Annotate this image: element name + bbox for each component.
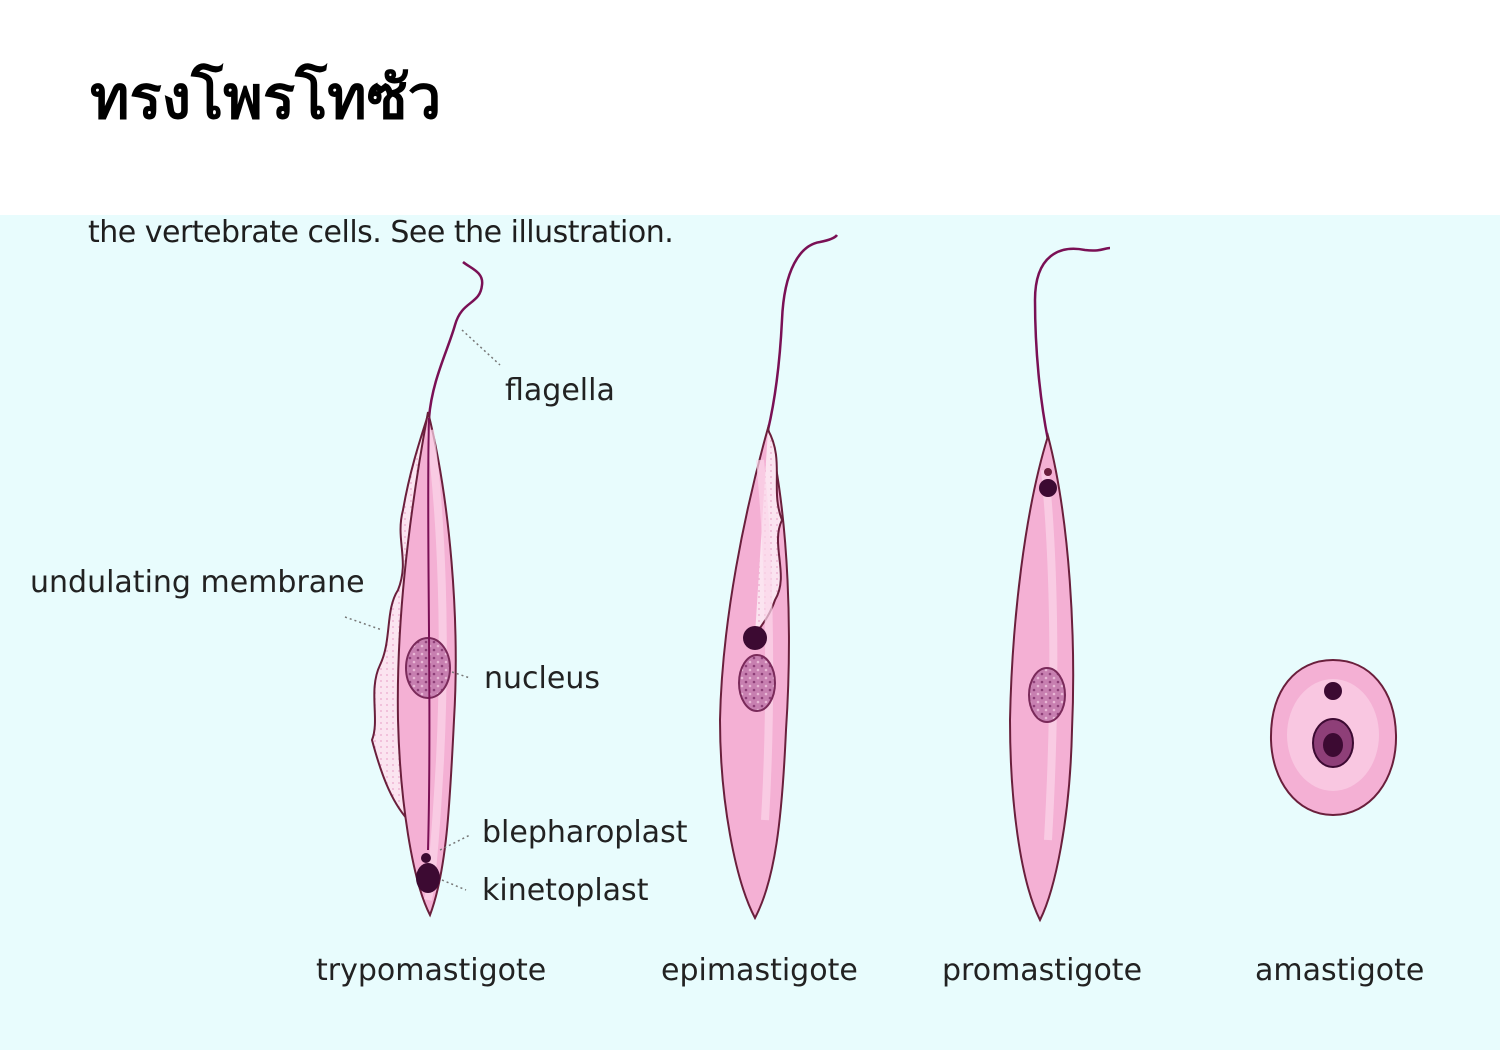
label-flagella: flagella <box>505 373 615 408</box>
trypomastigote-blepharoplast <box>421 853 431 863</box>
epimastigote-cell <box>718 234 839 921</box>
label-nucleus: nucleus <box>484 661 600 696</box>
promastigote-blepharoplast <box>1044 468 1052 476</box>
form-name-promastigote: promastigote <box>942 953 1142 988</box>
trypomastigote-flagellum <box>427 261 484 419</box>
epimastigote-nucleus <box>738 654 776 712</box>
form-name-trypomastigote: trypomastigote <box>316 953 546 988</box>
promastigote-nucleus <box>1028 667 1066 723</box>
trypomastigote-cell <box>370 261 484 918</box>
label-blepharoplast: blepharoplast <box>482 815 688 850</box>
promastigote-kinetoplast <box>1039 479 1057 497</box>
promastigote-cell <box>1008 246 1111 923</box>
trypomastigote-nucleus <box>405 637 451 699</box>
epimastigote-flagellum <box>766 234 839 431</box>
trypomastigote-kinetoplast <box>416 863 440 893</box>
caption-text: the vertebrate cells. See the illustrati… <box>88 215 674 250</box>
epimastigote-kinetoplast <box>743 626 767 650</box>
promastigote-flagellum <box>1033 246 1111 441</box>
form-name-epimastigote: epimastigote <box>661 953 858 988</box>
form-name-amastigote: amastigote <box>1255 953 1424 988</box>
amastigote-kinetoplast <box>1324 682 1342 700</box>
leader-lines <box>344 329 501 891</box>
label-undulating-membrane: undulating membrane <box>30 565 365 600</box>
slide-title: ทรงโพรโทซัว <box>90 63 442 133</box>
label-kinetoplast: kinetoplast <box>482 873 649 908</box>
amastigote-cell <box>1269 658 1398 817</box>
